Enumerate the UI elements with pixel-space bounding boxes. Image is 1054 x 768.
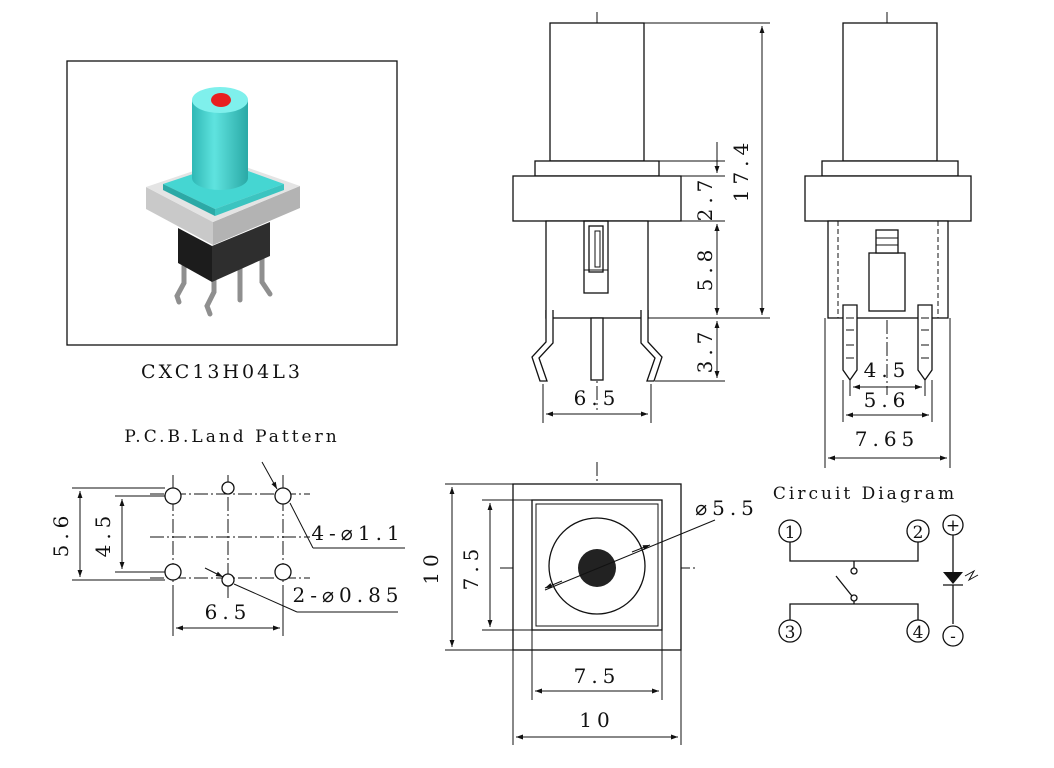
front-view: 17.4 2.7 5.8 3.7 6.5	[512, 12, 770, 423]
side-cap	[842, 22, 938, 162]
model-label: CXC13H04L3	[141, 361, 303, 383]
circuit-led-minus: -	[950, 627, 956, 647]
pcb-hole	[274, 487, 292, 505]
circuit-pin-4: 4	[913, 623, 924, 643]
circuit-pin-2: 2	[913, 523, 924, 543]
pcb-hole-small-label: 2-⌀0.85	[292, 583, 403, 607]
top-cap-circle	[548, 517, 646, 615]
front-flange	[512, 175, 682, 222]
pcb-hole	[164, 487, 182, 505]
dim-flange: 2.7	[693, 175, 717, 222]
circuit-led-plus: +	[946, 516, 960, 536]
top-inner-square	[531, 499, 663, 631]
side-flange	[804, 175, 972, 222]
pcb-land-pattern: P.C.B.Land Pattern 5.6 4.5 6.5 4-⌀1.1	[49, 427, 405, 636]
switch-base	[178, 228, 212, 282]
pcb-dim-height-outer: 5.6	[49, 511, 73, 558]
dim-side-outer: 7.65	[855, 427, 920, 451]
top-dim-outer-height: 10	[419, 549, 443, 584]
circuit-diagram: Circuit Diagram 1 2 3 4 + -	[773, 484, 979, 647]
pcb-dim-width: 6.5	[205, 600, 252, 624]
top-led-dot	[578, 549, 616, 587]
switch-housing	[146, 187, 213, 245]
dim-body: 5.8	[693, 245, 717, 292]
pcb-hole	[164, 563, 182, 581]
pcb-title: P.C.B.Land Pattern	[124, 427, 339, 447]
top-dim-outer-width: 10	[579, 708, 614, 732]
dim-pin-span: 6.5	[574, 386, 621, 410]
circuit-title: Circuit Diagram	[773, 484, 957, 504]
pcb-dim-height-inner: 4.5	[91, 511, 115, 558]
product-photo: CXC13H04L3	[66, 60, 398, 383]
circuit-pin-3: 3	[785, 623, 796, 643]
side-view: 4.5 5.6 7.65	[804, 12, 972, 468]
photo-frame	[66, 60, 398, 346]
dim-side-inner: 4.5	[864, 358, 911, 382]
pcb-hole	[274, 563, 292, 581]
led-symbol	[943, 572, 963, 584]
circuit-pin-1: 1	[785, 523, 796, 543]
front-cap	[549, 22, 645, 162]
pcb-hole	[221, 481, 235, 495]
dim-pin: 3.7	[693, 327, 717, 374]
top-dim-cap-diameter: ⌀5.5	[695, 496, 759, 520]
top-dim-inner-height: 7.5	[459, 544, 483, 591]
top-view: ⌀5.5 10 7.5 7.5 10	[419, 462, 759, 745]
dim-total-height: 17.4	[729, 138, 753, 203]
led-indicator	[211, 93, 231, 107]
top-dim-inner-width: 7.5	[574, 664, 621, 688]
switch-blade	[835, 575, 853, 597]
dim-side-mid: 5.6	[864, 388, 911, 412]
pcb-hole	[221, 573, 235, 587]
pcb-hole-large-label: 4-⌀1.1	[311, 521, 404, 545]
switch-cap	[192, 100, 248, 190]
